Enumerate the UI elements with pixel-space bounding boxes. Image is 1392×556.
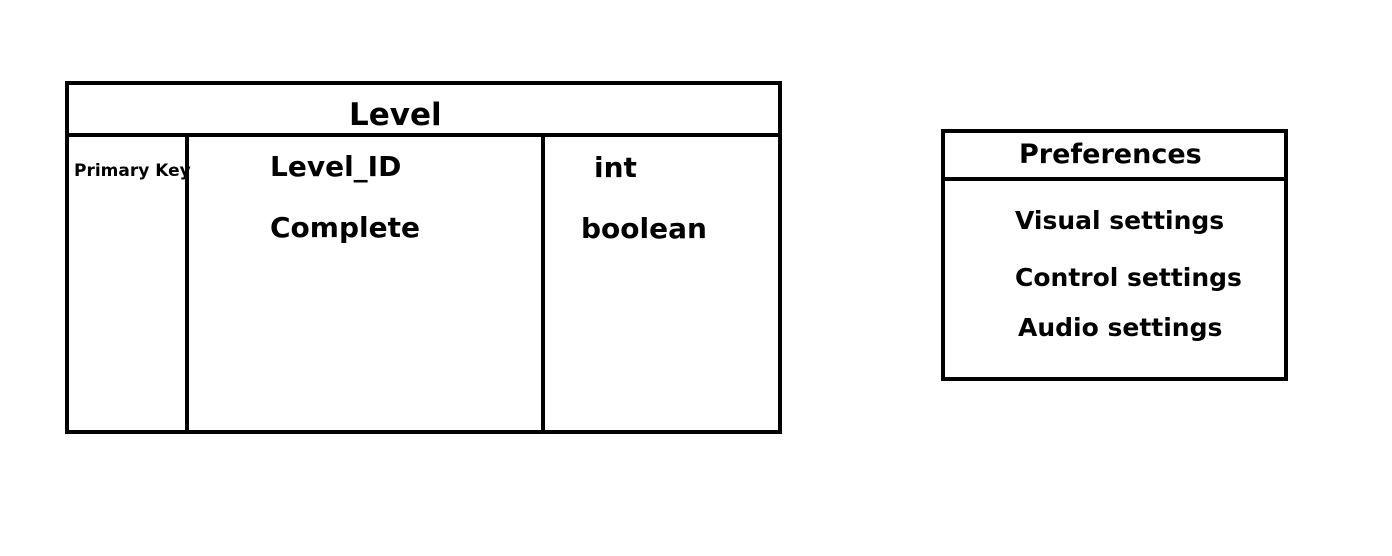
level-type-column-divider	[541, 133, 545, 434]
preferences-entity-title: Preferences	[1019, 139, 1202, 170]
attribute-type: int	[594, 151, 637, 184]
attribute-type: boolean	[581, 212, 707, 245]
level-header-divider	[65, 133, 782, 137]
primary-key-label: Primary Key	[74, 161, 191, 181]
level-entity-title: Level	[349, 97, 442, 133]
attribute-name: Complete	[270, 211, 420, 244]
attribute-name: Level_ID	[270, 150, 402, 183]
level-key-column-divider	[185, 133, 189, 434]
preferences-header-divider	[941, 177, 1288, 181]
preferences-entity-box	[941, 129, 1288, 381]
level-entity-box	[65, 81, 782, 434]
preferences-item: Visual settings	[1015, 206, 1225, 235]
preferences-item: Audio settings	[1018, 313, 1223, 342]
preferences-item: Control settings	[1015, 263, 1242, 292]
